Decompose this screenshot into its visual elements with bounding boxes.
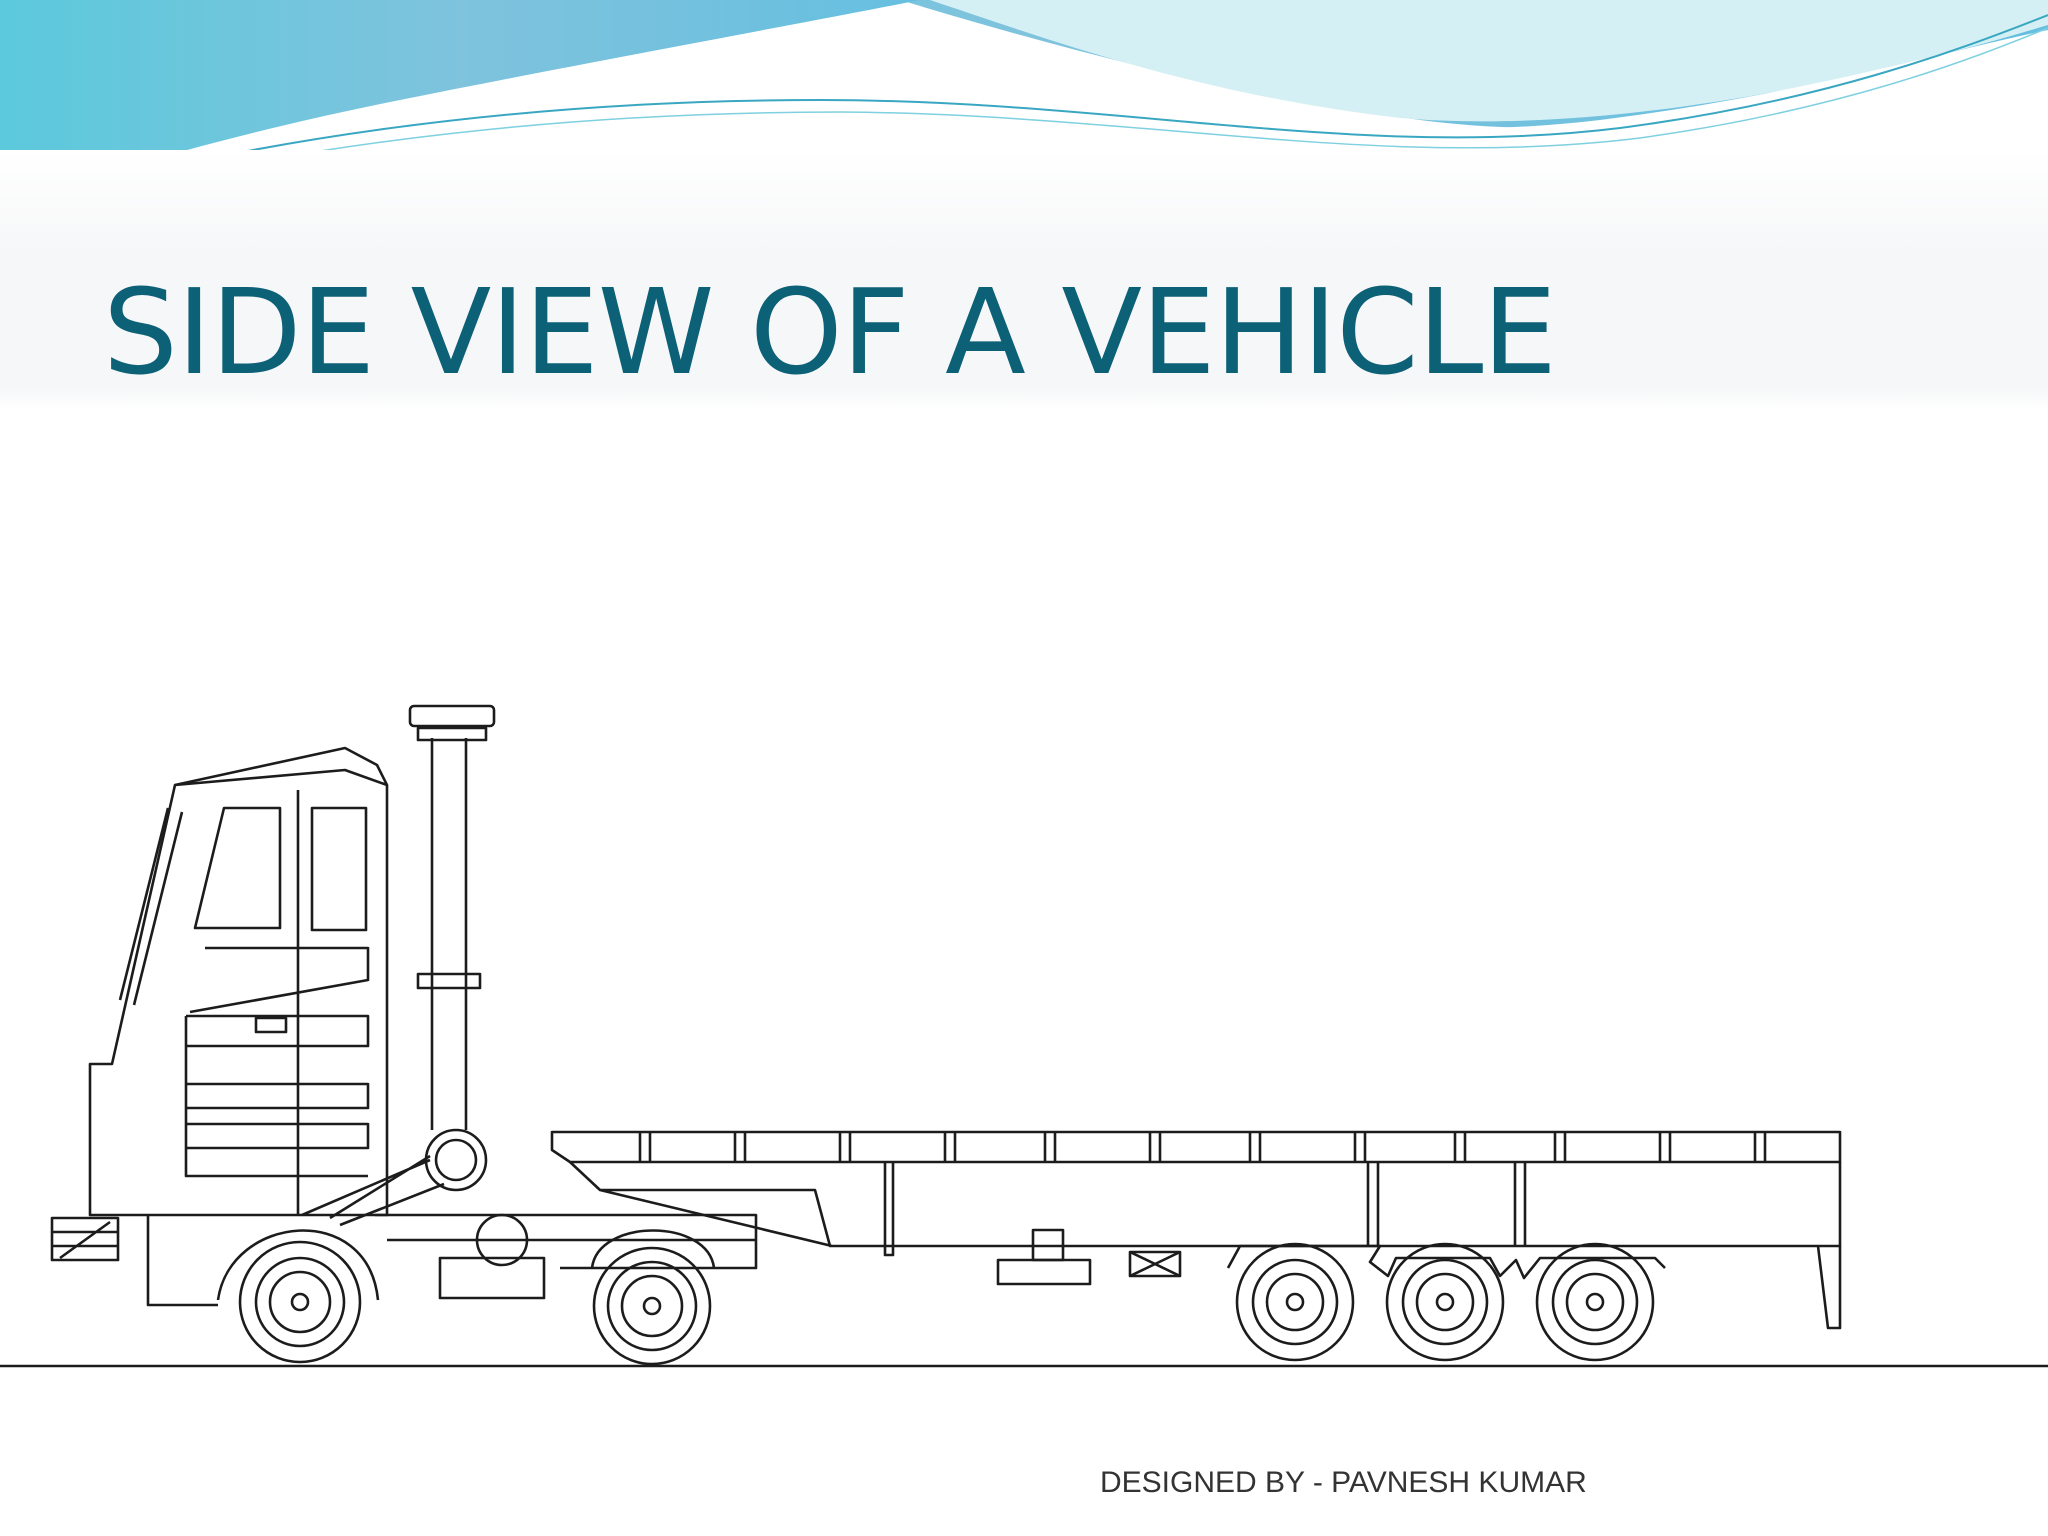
cab-outline: [88, 746, 389, 1217]
cab-grille: [184, 1014, 370, 1178]
wave-highlight-shape: [0, 30, 2048, 240]
air-tank: [475, 1213, 529, 1267]
trailer-toolbox-top: [1031, 1228, 1065, 1262]
trailer-rear-bumper: [1816, 1245, 1842, 1330]
exhaust-cap: [408, 704, 496, 728]
fuel-tank: [438, 1256, 546, 1300]
exhaust-clamp: [416, 972, 482, 990]
trailer-wheel-2: [1385, 1242, 1505, 1362]
exhaust-bracket: [301, 1154, 445, 1227]
designer-credit: DESIGNED BY - PAVNESH KUMAR: [1100, 1466, 1587, 1499]
trailer-wheel-1: [1235, 1242, 1355, 1362]
trailer-frame: [569, 1161, 1842, 1248]
cab-front-window: [193, 806, 282, 930]
trailer-crossmembers: [1366, 1162, 1527, 1246]
header-wave-decoration: [0, 0, 2048, 240]
wave-line: [0, 14, 2048, 213]
trailer-spare-box-cross: [1129, 1250, 1181, 1278]
exhaust-collar-top: [416, 726, 488, 742]
cab-lower-panel: [189, 946, 370, 1014]
trailer-spare-box: [1128, 1250, 1182, 1278]
cab-door-window: [310, 806, 368, 932]
cab-roof-line: [174, 768, 388, 787]
trailer-landing-leg: [883, 1162, 895, 1257]
trailer-wheel-3: [1535, 1242, 1655, 1362]
front-bumper-cross: [52, 1220, 118, 1260]
tractor-front-wheel: [238, 1240, 362, 1364]
exhaust-stack: [430, 738, 468, 1130]
slide-title: SIDE VIEW OF A VEHICLE: [103, 263, 1557, 401]
tractor-rear-wheel: [592, 1246, 712, 1366]
trailer-stake-pockets: [638, 1132, 1767, 1162]
rear-fender: [590, 1229, 716, 1269]
cab-step: [254, 1016, 288, 1034]
title-band: [0, 150, 2048, 410]
cab-a-pillar: [118, 807, 184, 1006]
truck-side-view-drawing: [0, 704, 2048, 1368]
front-bumper: [50, 1216, 120, 1262]
trailer-deck: [550, 1130, 1842, 1164]
wave-line-2: [0, 27, 2048, 223]
trailer-suspension: [1226, 1244, 1666, 1280]
wave-left-shape: [0, 0, 920, 215]
wave-light-shape: [930, 0, 2048, 122]
tractor-unit: [50, 704, 758, 1307]
exhaust-elbow-inner: [434, 1138, 478, 1182]
tractor-chassis: [146, 1213, 758, 1307]
front-fender: [216, 1229, 380, 1301]
flatbed-trailer: [550, 1130, 1842, 1330]
trailer-toolbox: [996, 1258, 1092, 1286]
